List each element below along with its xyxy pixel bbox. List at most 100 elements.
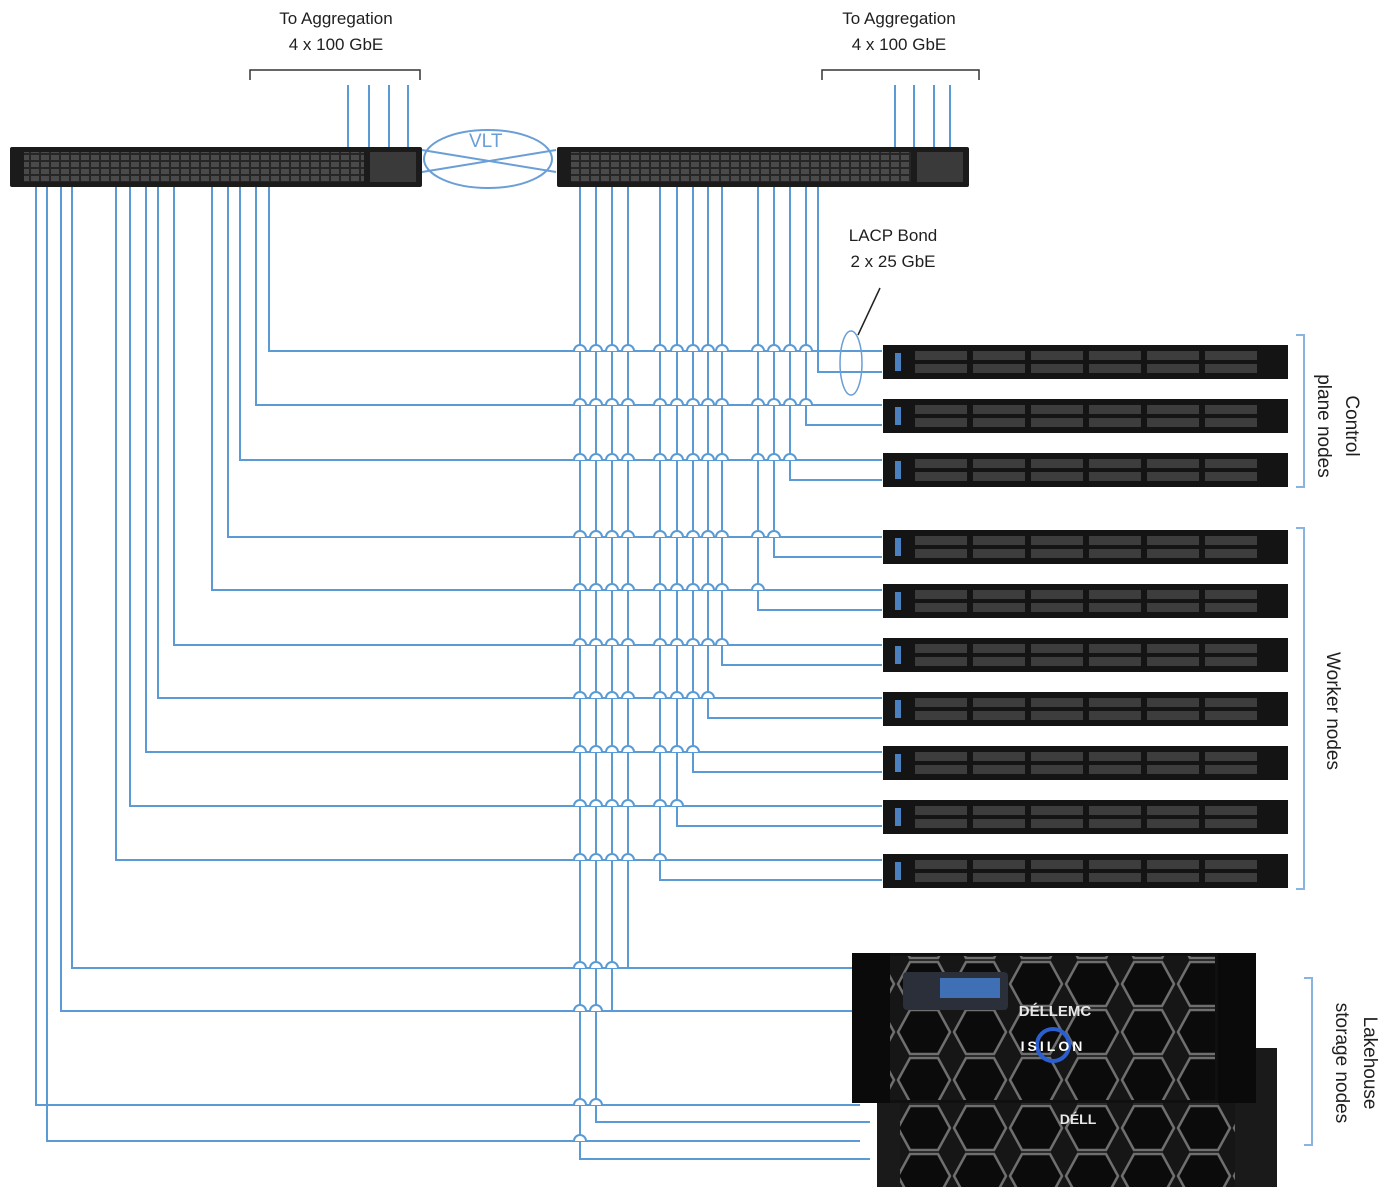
drive-bay xyxy=(1031,405,1083,414)
drive-bay xyxy=(1089,752,1141,761)
drive-bay xyxy=(1205,603,1257,612)
cable-hop xyxy=(589,530,603,538)
drive-bay xyxy=(1031,351,1083,360)
switch-uplink-ports xyxy=(370,152,416,182)
drive-bay xyxy=(915,351,967,360)
cable-hop xyxy=(670,344,684,352)
drive-bay xyxy=(973,418,1025,427)
cable-right-3 xyxy=(773,186,882,558)
drive-bay xyxy=(1031,603,1083,612)
drive-bay xyxy=(1205,644,1257,653)
server-led xyxy=(895,808,901,826)
cable-hop xyxy=(589,344,603,352)
cable-hop xyxy=(686,583,700,591)
drive-bay xyxy=(1147,472,1199,481)
cable-hop xyxy=(589,691,603,699)
drive-bay xyxy=(1031,752,1083,761)
cable-hop xyxy=(621,799,635,807)
cable-right-13 xyxy=(579,186,870,1160)
server-icon xyxy=(883,399,1288,433)
control-plane-label: Control plane nodes xyxy=(1305,351,1365,501)
cable-right-2 xyxy=(789,186,882,481)
drive-bay xyxy=(915,364,967,373)
cable-hop xyxy=(589,453,603,461)
cable-hop xyxy=(783,453,797,461)
server-led xyxy=(895,538,901,556)
control-line2: plane nodes xyxy=(1313,374,1334,478)
drive-bay xyxy=(1205,590,1257,599)
drive-bay xyxy=(1031,860,1083,869)
cable-right-11 xyxy=(611,186,870,1012)
switch-right xyxy=(557,147,969,187)
cable-hop xyxy=(573,1134,587,1142)
worker-nodes-label: Worker nodes xyxy=(1316,636,1346,786)
cable-hop xyxy=(670,799,684,807)
drive-bay xyxy=(1031,549,1083,558)
drive-bay xyxy=(1031,364,1083,373)
drive-bay xyxy=(915,819,967,828)
drive-bay xyxy=(973,549,1025,558)
drive-bay xyxy=(1147,459,1199,468)
drive-bay xyxy=(1031,806,1083,815)
drive-bay xyxy=(915,590,967,599)
cable-left-2 xyxy=(239,186,882,461)
control-line1: Control xyxy=(1341,395,1362,457)
server-7 xyxy=(883,746,1288,780)
drive-bay xyxy=(1147,644,1199,653)
cable-hop xyxy=(573,638,587,646)
server-3 xyxy=(883,530,1288,564)
cable-hop xyxy=(589,853,603,861)
drive-bay xyxy=(1205,657,1257,666)
server-icon xyxy=(883,800,1288,834)
drive-bay xyxy=(915,405,967,414)
cable-right-7 xyxy=(692,186,882,773)
lakehouse-bracket xyxy=(1304,977,1313,1146)
aggregation-right-line1: To Aggregation xyxy=(842,9,956,28)
cable-hop xyxy=(589,745,603,753)
server-led xyxy=(895,700,901,718)
cable-hop xyxy=(589,961,603,969)
cable-hop xyxy=(751,583,765,591)
cable-hop xyxy=(605,344,619,352)
cable-hop xyxy=(701,344,715,352)
drive-bay xyxy=(1031,698,1083,707)
drive-bay xyxy=(973,536,1025,545)
drive-bay xyxy=(915,536,967,545)
aggregation-left-line2: 4 x 100 GbE xyxy=(288,35,384,54)
cable-hop xyxy=(715,344,729,352)
drive-bay xyxy=(1147,364,1199,373)
drive-bay xyxy=(915,657,967,666)
cable-hop xyxy=(799,398,813,406)
drive-bay xyxy=(973,873,1025,882)
cable-right-9 xyxy=(659,186,882,881)
cable-hop xyxy=(621,453,635,461)
drive-bay xyxy=(1031,765,1083,774)
cable-hop xyxy=(701,691,715,699)
drive-bay xyxy=(1205,405,1257,414)
drive-bay xyxy=(1205,459,1257,468)
cable-hop xyxy=(573,745,587,753)
storage-ear-left xyxy=(852,953,890,1103)
cable-hop xyxy=(686,453,700,461)
cable-hop xyxy=(653,745,667,753)
cable-hop xyxy=(653,453,667,461)
server-9 xyxy=(883,854,1288,888)
aggregation-right-label: To Aggregation 4 x 100 GbE xyxy=(801,6,997,58)
cable-hop xyxy=(605,961,619,969)
cable-hop xyxy=(605,799,619,807)
drive-bay xyxy=(1089,536,1141,545)
cable-hop xyxy=(653,799,667,807)
cable-hop xyxy=(653,583,667,591)
cable-hop xyxy=(653,398,667,406)
drive-bay xyxy=(1205,711,1257,720)
aggregation-right-line2: 4 x 100 GbE xyxy=(851,35,947,54)
lacp-ellipse xyxy=(839,330,863,396)
switch-ports xyxy=(24,152,364,182)
server-2 xyxy=(883,453,1288,487)
cable-hop xyxy=(751,344,765,352)
storage-ear-right xyxy=(1218,953,1256,1103)
cable-right-10 xyxy=(627,186,870,969)
drive-bay xyxy=(973,860,1025,869)
drive-bay xyxy=(1205,860,1257,869)
